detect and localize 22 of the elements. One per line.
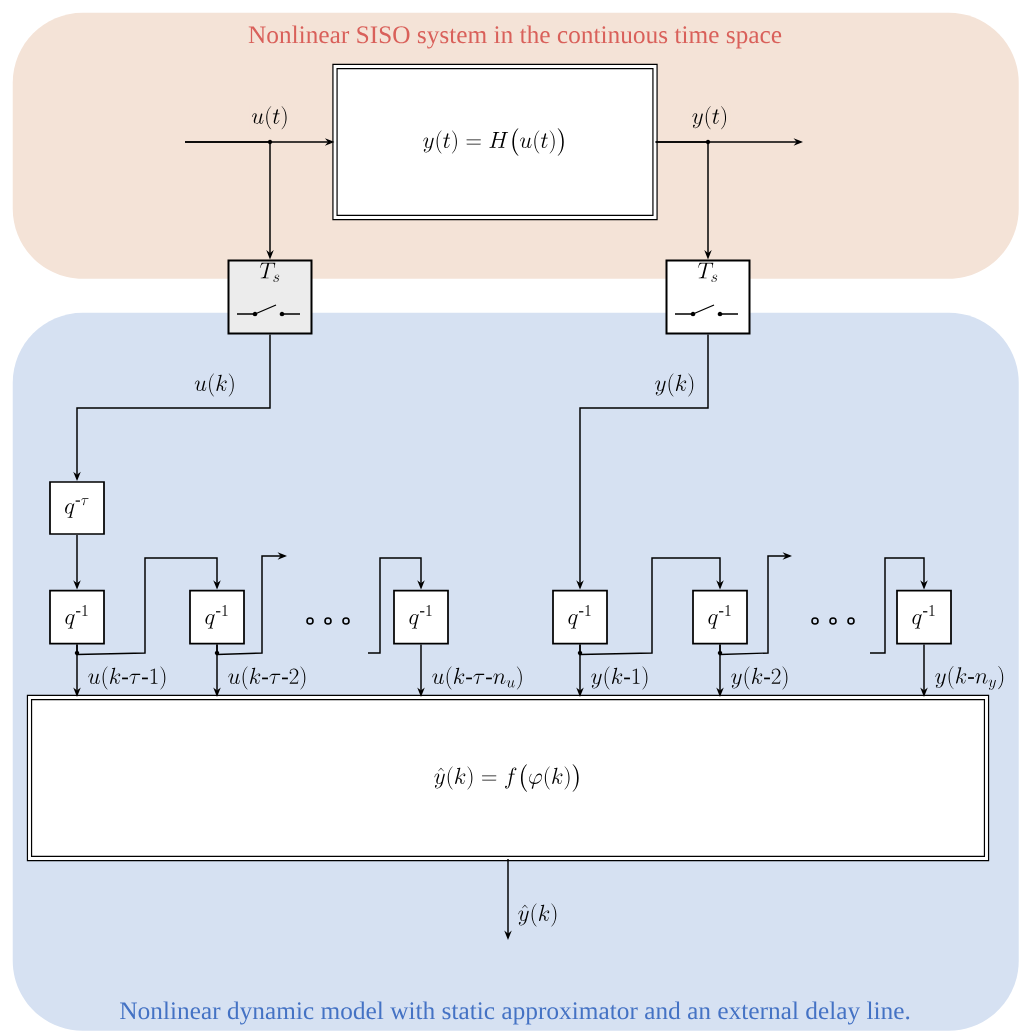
edge-label: $u(k\text{-}\tau\text{-}1)$ — [85, 664, 170, 692]
approximator-box: $\hat{y}(k) = f\big(\varphi(k)\big)$ — [26, 694, 990, 862]
edge-label: $y(t)$ — [689, 104, 731, 132]
edge-label: $y(k\text{-}n_y)$ — [932, 664, 1008, 692]
system-box: $y(t) = H\big(u(t)\big)$ — [332, 63, 658, 221]
edge-label: $u(t)$ — [249, 104, 291, 132]
arrow — [579, 557, 724, 656]
delay-box: $q^{\text{-}1}$ — [393, 589, 449, 645]
arrow — [367, 557, 425, 654]
sampler-box: $T_s$ — [665, 259, 751, 335]
delay-box: $q^{\text{-}\tau}$ — [49, 481, 105, 535]
edge-label: $u(k\text{-}\tau\text{-}n_u)$ — [429, 664, 526, 692]
sampler-box: $T_s$ — [227, 259, 313, 335]
edge-label: $u(k\text{-}\tau\text{-}2)$ — [225, 664, 310, 692]
delay-box: $q^{\text{-}1}$ — [896, 589, 952, 645]
delay-box: $q^{\text{-}1}$ — [552, 589, 608, 645]
arrow — [869, 557, 928, 654]
edge-label: $u(k)$ — [192, 371, 238, 399]
delay-box: $q^{\text{-}1}$ — [189, 589, 245, 645]
arrow — [76, 557, 221, 656]
delay-box: $q^{\text{-}1}$ — [49, 589, 105, 645]
delay-box: $q^{\text{-}1}$ — [692, 589, 748, 645]
